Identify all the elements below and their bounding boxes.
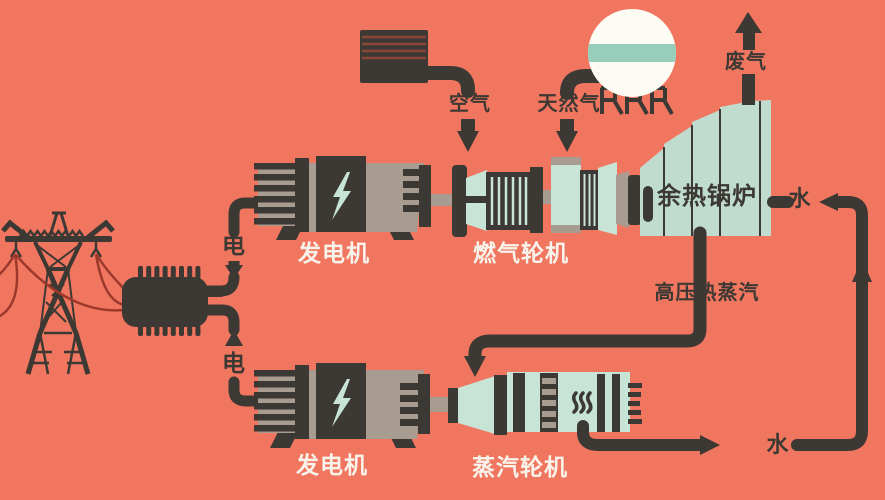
label-air: 空气 <box>449 93 491 115</box>
lightning-bolt-icon <box>332 379 351 427</box>
waste-heat-boiler <box>640 12 771 236</box>
natural-gas-pipe <box>556 69 621 152</box>
chimney <box>742 74 755 105</box>
turbine-casing <box>507 372 630 432</box>
gas-turbine <box>431 157 641 237</box>
label-electricity-bottom: 电 <box>222 350 246 376</box>
flow-arrow-up <box>852 259 872 282</box>
compressor-section <box>486 172 530 230</box>
steam-icon <box>571 391 593 414</box>
label-generator-bottom: 发电机 <box>296 452 368 478</box>
air-intake-filter <box>360 30 479 152</box>
label-generator-top: 发电机 <box>298 240 370 266</box>
insulator-icon <box>9 242 103 258</box>
flow-arrow-right <box>700 435 720 455</box>
label-waste-heat-boiler: 余热锅炉 <box>657 183 757 210</box>
flow-arrow-left <box>819 193 838 211</box>
transmission-tower <box>1 211 115 375</box>
transformer-body <box>122 277 208 327</box>
transformer <box>122 266 224 336</box>
flow-arrow-up <box>225 330 243 346</box>
label-natural-gas: 天然气 <box>537 93 601 115</box>
water-loop <box>577 193 872 455</box>
generator-top <box>254 156 431 240</box>
label-water-bottom: 水 <box>766 432 790 457</box>
steam-pipe <box>464 226 707 377</box>
flow-arrow-up <box>735 12 762 33</box>
combustor-section <box>551 165 581 225</box>
label-steam-turbine: 蒸汽轮机 <box>472 454 568 480</box>
label-exhaust-gas: 废气 <box>725 51 767 73</box>
electricity-lines <box>202 197 264 407</box>
power-lines <box>0 253 125 318</box>
watermark-logo <box>588 9 676 97</box>
label-electricity-top: 电 <box>222 232 246 258</box>
boiler-inlet <box>643 186 653 222</box>
generator-bottom <box>254 363 430 448</box>
label-gas-turbine: 燃气轮机 <box>473 240 569 266</box>
lightning-bolt-icon <box>332 172 351 220</box>
steam-turbine <box>430 372 642 435</box>
label-water-right: 水 <box>788 186 812 211</box>
label-hp-steam: 高压热蒸汽 <box>654 282 760 304</box>
flow-arrow-down <box>556 131 578 152</box>
flow-arrow-down <box>457 131 479 152</box>
flow-arrow-down <box>464 356 486 377</box>
